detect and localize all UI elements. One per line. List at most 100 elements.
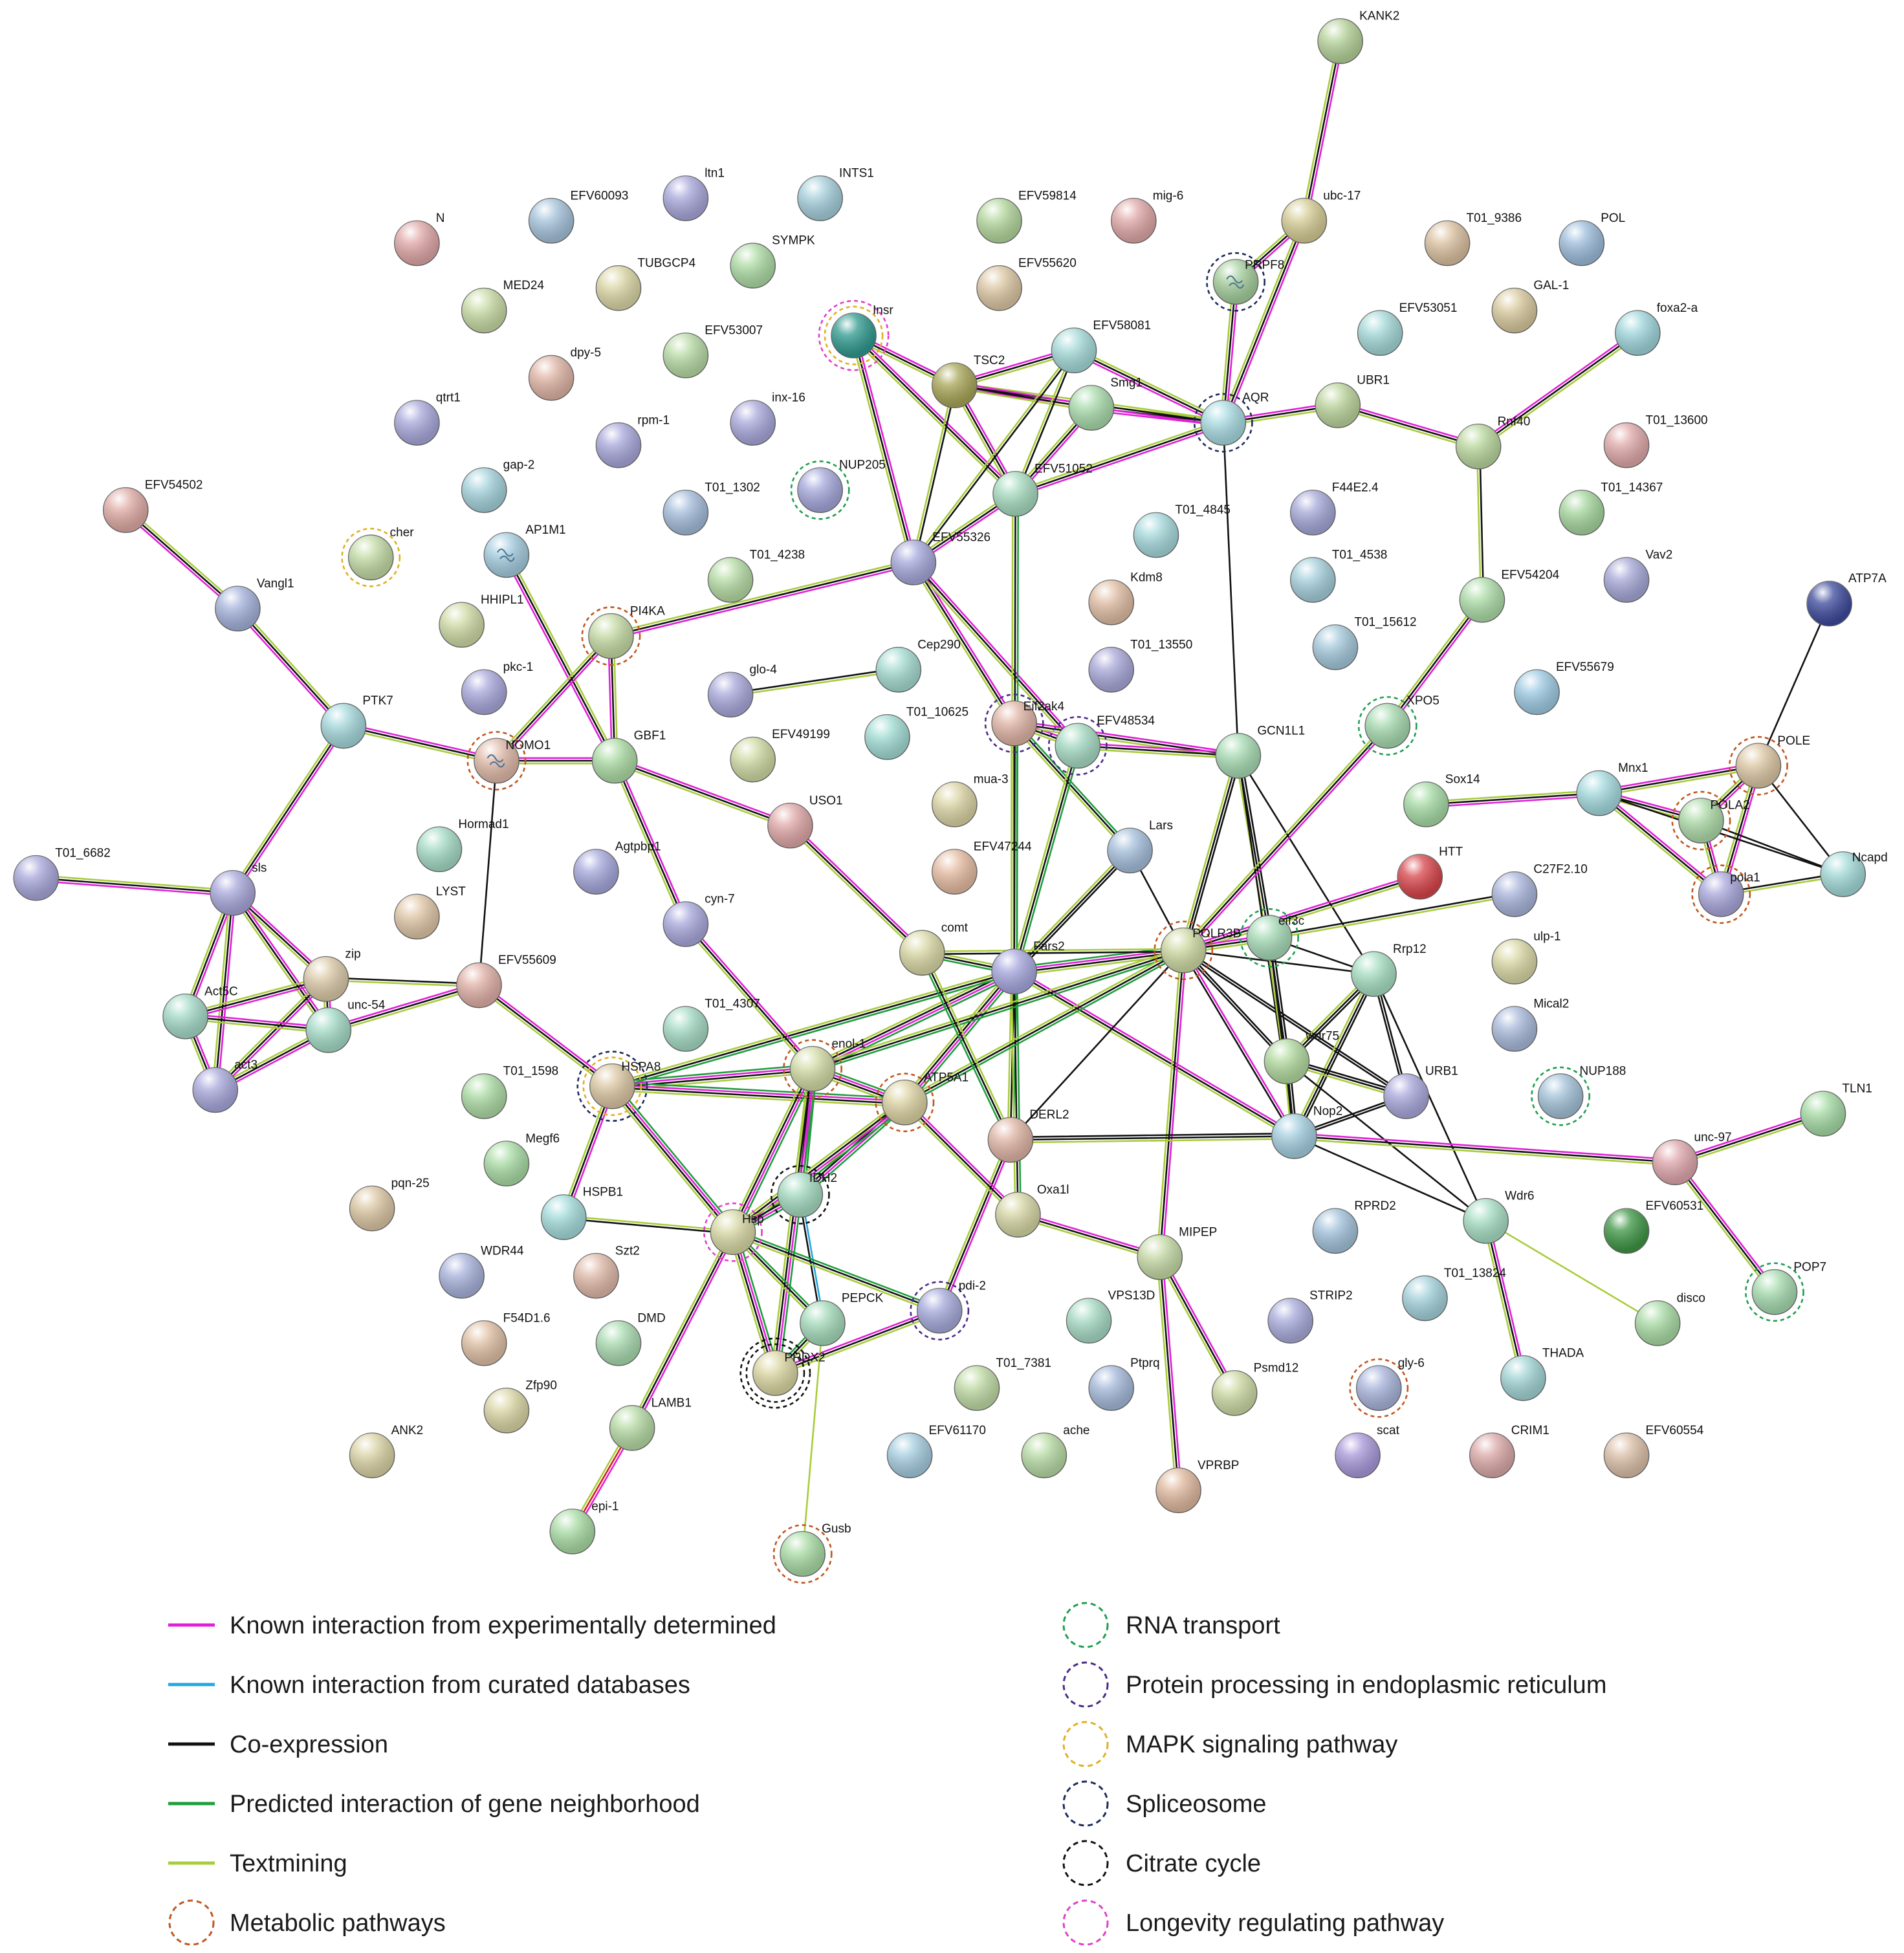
node-Oxa1l[interactable]: [995, 1192, 1041, 1238]
node-CRIM1[interactable]: [1469, 1432, 1515, 1479]
node-T01_4307[interactable]: [662, 1006, 709, 1052]
node-Gusb[interactable]: [780, 1531, 826, 1577]
node-pola1[interactable]: [1698, 871, 1744, 917]
node-URB1[interactable]: [1383, 1073, 1429, 1119]
node-Vav2[interactable]: [1603, 557, 1650, 603]
node-epi-1[interactable]: [549, 1509, 596, 1555]
node-T01_14367[interactable]: [1559, 490, 1605, 536]
node-ATP7A[interactable]: [1806, 580, 1852, 627]
node-N[interactable]: [394, 220, 440, 267]
node-cher[interactable]: [347, 534, 394, 581]
node-EFV54204[interactable]: [1459, 576, 1505, 623]
node-ulp-1[interactable]: [1491, 939, 1538, 985]
node-PEPCK[interactable]: [800, 1300, 846, 1346]
node-T01_13824[interactable]: [1402, 1275, 1448, 1322]
node-T01_4538[interactable]: [1289, 557, 1336, 603]
node-Agtpbp1[interactable]: [573, 849, 619, 895]
node-dpy-5[interactable]: [528, 355, 574, 401]
node-USO1[interactable]: [767, 802, 813, 849]
node-EFV60531[interactable]: [1603, 1208, 1650, 1254]
node-unc-54[interactable]: [305, 1007, 352, 1053]
node-NOMO1[interactable]: [474, 737, 520, 784]
node-glo-4[interactable]: [707, 671, 754, 718]
node-POLE[interactable]: [1735, 743, 1782, 789]
node-AP1M1[interactable]: [483, 532, 530, 578]
node-EFV58081[interactable]: [1051, 327, 1097, 374]
node-INTS1[interactable]: [797, 175, 843, 221]
node-TUBGCP4[interactable]: [595, 265, 642, 311]
node-DERL2[interactable]: [987, 1117, 1034, 1163]
node-MIPEP[interactable]: [1137, 1234, 1183, 1280]
node-eif3c[interactable]: [1246, 915, 1293, 961]
node-ATP5A1[interactable]: [882, 1079, 928, 1126]
node-Sox14[interactable]: [1403, 781, 1449, 827]
node-PRDX2[interactable]: [752, 1350, 798, 1396]
node-Hsp[interactable]: [710, 1209, 756, 1256]
node-T01_1302[interactable]: [662, 490, 709, 536]
node-disco[interactable]: [1634, 1300, 1681, 1346]
node-scat[interactable]: [1335, 1432, 1381, 1479]
node-T01_13550[interactable]: [1088, 646, 1135, 693]
node-DMD[interactable]: [595, 1320, 642, 1366]
node-HSPB1[interactable]: [541, 1194, 587, 1240]
node-inx-16[interactable]: [730, 400, 776, 446]
node-Mnx1[interactable]: [1576, 770, 1623, 816]
node-TSC2[interactable]: [932, 362, 978, 409]
node-WDR44[interactable]: [439, 1252, 485, 1299]
node-GBF1[interactable]: [591, 737, 638, 784]
node-Eif2ak4[interactable]: [991, 700, 1038, 747]
node-MED24[interactable]: [461, 287, 507, 334]
node-TLN1[interactable]: [1800, 1091, 1846, 1137]
node-unc-97[interactable]: [1652, 1139, 1698, 1186]
node-qtrt1[interactable]: [394, 400, 440, 446]
node-EFV61170[interactable]: [886, 1432, 933, 1479]
node-Rnf40[interactable]: [1455, 423, 1502, 470]
node-Ptprq[interactable]: [1088, 1365, 1135, 1412]
node-Smg1[interactable]: [1068, 385, 1115, 431]
node-HTT[interactable]: [1397, 853, 1443, 900]
node-T01_9386[interactable]: [1424, 220, 1471, 267]
node-STRIP2[interactable]: [1267, 1298, 1314, 1344]
node-EFV47244[interactable]: [932, 849, 978, 895]
node-Ncapd[interactable]: [1820, 851, 1866, 897]
node-HHIPL1[interactable]: [439, 602, 485, 648]
node-mig-6[interactable]: [1111, 197, 1157, 244]
node-T01_6682[interactable]: [13, 855, 60, 901]
node-gly-6[interactable]: [1355, 1365, 1402, 1412]
node-EFV55326[interactable]: [890, 540, 937, 585]
node-EFV60093[interactable]: [528, 197, 574, 244]
node-THADA[interactable]: [1500, 1355, 1546, 1401]
node-VPRBP[interactable]: [1155, 1467, 1201, 1514]
node-POLR3B[interactable]: [1160, 927, 1207, 974]
node-Mical2[interactable]: [1491, 1006, 1538, 1052]
node-wdr75[interactable]: [1264, 1038, 1310, 1084]
node-RPRD2[interactable]: [1312, 1208, 1359, 1254]
node-POL[interactable]: [1559, 220, 1605, 267]
node-UBR1[interactable]: [1315, 382, 1361, 428]
node-Vangl1[interactable]: [215, 585, 261, 632]
node-PTK7[interactable]: [320, 703, 367, 749]
node-EFV60554[interactable]: [1603, 1432, 1650, 1479]
node-T01_13600[interactable]: [1603, 422, 1650, 468]
node-EFV48534[interactable]: [1055, 723, 1101, 769]
node-Szt2[interactable]: [573, 1252, 619, 1299]
node-T01_7381[interactable]: [954, 1365, 1000, 1412]
node-ANK2[interactable]: [349, 1432, 395, 1479]
node-XPO5[interactable]: [1364, 703, 1411, 749]
node-GAL-1[interactable]: [1491, 287, 1538, 334]
node-gap-2[interactable]: [461, 467, 507, 513]
node-sls[interactable]: [210, 870, 256, 916]
node-EFV59814[interactable]: [976, 197, 1022, 244]
node-VPS13D[interactable]: [1066, 1298, 1112, 1344]
node-GCN1L1[interactable]: [1215, 732, 1262, 779]
node-T01_1598[interactable]: [461, 1073, 507, 1119]
node-NUP205[interactable]: [797, 467, 843, 513]
node-mua-3[interactable]: [932, 781, 978, 827]
node-EFV51052[interactable]: [992, 471, 1038, 517]
node-HSPA8[interactable]: [589, 1063, 635, 1109]
node-EFV54502[interactable]: [102, 487, 149, 533]
node-POLA2[interactable]: [1678, 798, 1724, 844]
node-EFV53007[interactable]: [662, 333, 709, 378]
node-LYST[interactable]: [394, 893, 440, 940]
node-F54D1.6[interactable]: [461, 1320, 507, 1366]
